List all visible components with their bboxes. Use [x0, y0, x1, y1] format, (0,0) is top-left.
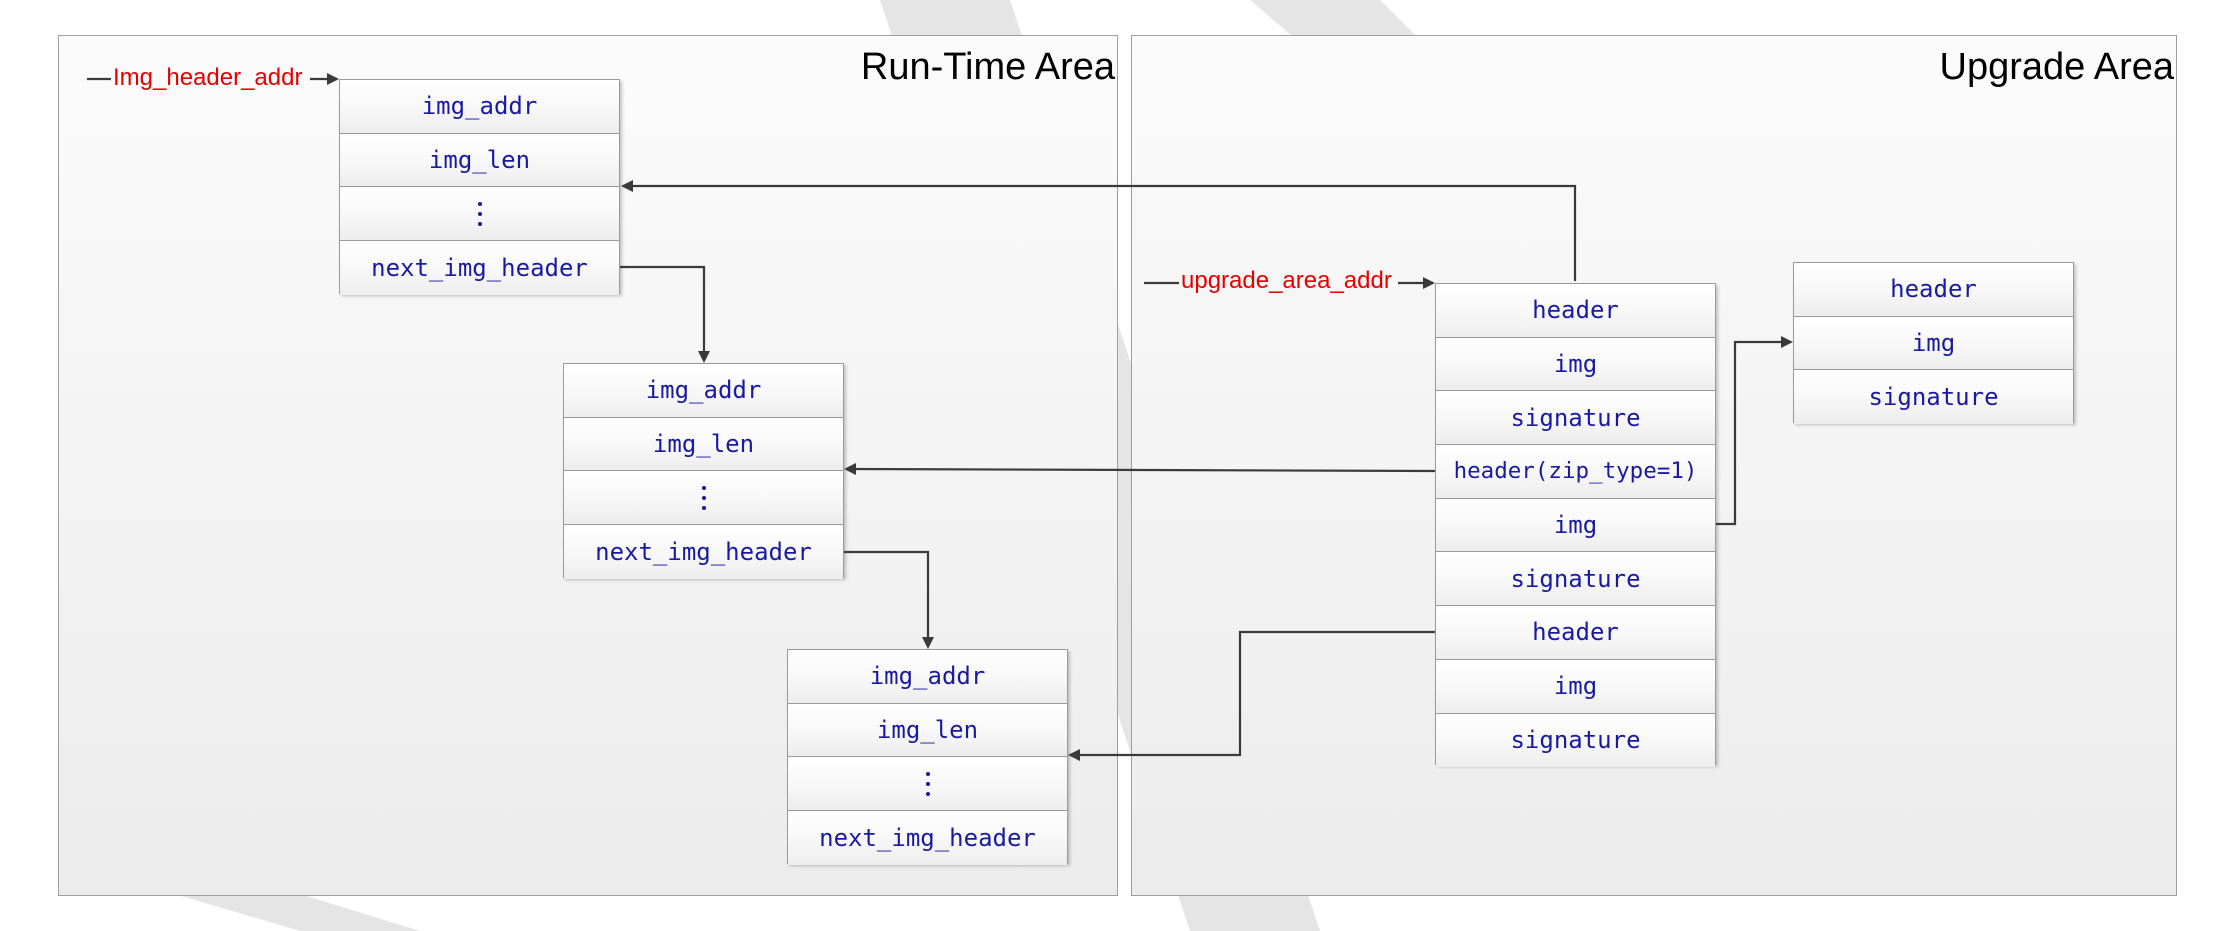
signature-field: signature — [1436, 391, 1715, 446]
unzipped-image-block: header img signature — [1793, 262, 2074, 425]
copy-header-arrow-1 — [621, 180, 1577, 281]
signature-field: signature — [1794, 370, 2073, 425]
unzip-arrow — [1716, 336, 1793, 526]
header-field: header — [1436, 606, 1715, 660]
img-len-field: img_len — [340, 133, 619, 188]
next-img-header-field: next_img_header — [340, 241, 619, 295]
header-field: header — [1436, 284, 1715, 338]
img-field: img — [1794, 316, 2073, 371]
zip-header-field: header(zip_type=1) — [1436, 445, 1715, 499]
ellipsis-field — [564, 471, 843, 526]
img-field: img — [1436, 659, 1715, 714]
copy-header-arrow-3 — [1068, 630, 1435, 761]
next-img-header-field: next_img_header — [564, 525, 843, 579]
signature-field: signature — [1436, 552, 1715, 607]
upgrade-area-title: Upgrade Area — [1939, 46, 2175, 88]
img-header-block-3: img_addr img_len next_img_header — [787, 649, 1068, 865]
next-header-arrow-1 — [620, 265, 710, 363]
signature-field: signature — [1436, 713, 1715, 768]
ellipsis-field — [340, 187, 619, 242]
img-field: img — [1436, 337, 1715, 392]
next-header-arrow-2 — [844, 550, 934, 649]
img-header-block-1: img_addr img_len next_img_header — [339, 79, 620, 295]
img-header-addr-label: Img_header_addr — [113, 64, 303, 91]
run-time-area-title: Run-Time Area — [860, 46, 1115, 88]
img-addr-field: img_addr — [788, 650, 1067, 704]
img-addr-field: img_addr — [564, 364, 843, 418]
upgrade-area-addr-label: upgrade_area_addr — [1181, 267, 1392, 294]
zip-img-field: img — [1436, 498, 1715, 553]
ellipsis-field — [788, 757, 1067, 812]
next-img-header-field: next_img_header — [788, 811, 1067, 865]
upgrade-package-block: header img signature header(zip_type=1) … — [1435, 283, 1716, 768]
header-field: header — [1794, 263, 2073, 317]
img-header-block-2: img_addr img_len next_img_header — [563, 363, 844, 579]
img-len-field: img_len — [788, 703, 1067, 758]
img-len-field: img_len — [564, 417, 843, 472]
copy-header-arrow-2 — [844, 463, 1436, 476]
img-addr-field: img_addr — [340, 80, 619, 134]
